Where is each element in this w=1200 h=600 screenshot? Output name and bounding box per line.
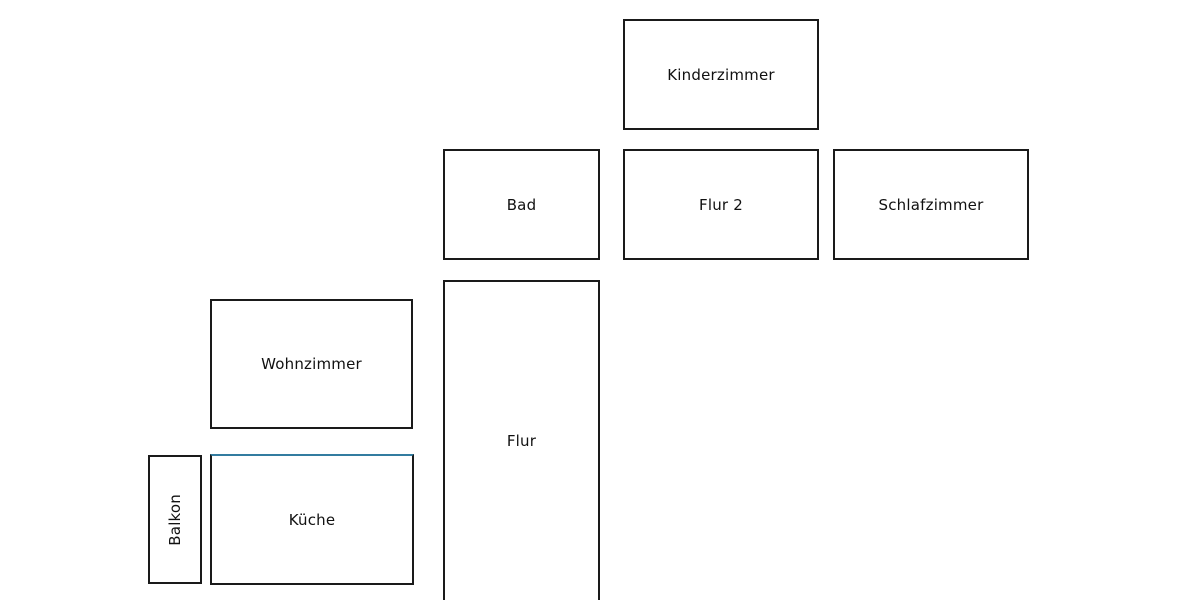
room-label-kinderzimmer: Kinderzimmer <box>667 65 775 84</box>
room-bad[interactable]: Bad <box>443 149 600 260</box>
room-label-wohnzimmer: Wohnzimmer <box>261 355 362 373</box>
room-wohnzimmer[interactable]: Wohnzimmer <box>210 299 413 429</box>
room-flur[interactable]: Flur <box>443 280 600 600</box>
room-schlafzimmer[interactable]: Schlafzimmer <box>833 149 1029 260</box>
room-label-flur-2: Flur 2 <box>699 195 743 214</box>
room-label-kueche: Küche <box>288 510 336 529</box>
room-flur-2[interactable]: Flur 2 <box>623 149 819 260</box>
room-label-bad: Bad <box>506 195 537 214</box>
room-label-balkon: Balkon <box>166 493 184 546</box>
room-label-schlafzimmer: Schlafzimmer <box>878 195 984 214</box>
room-kueche[interactable]: Küche <box>210 454 414 585</box>
room-kinderzimmer[interactable]: Kinderzimmer <box>623 19 819 130</box>
room-label-flur: Flur <box>506 432 537 450</box>
room-balkon[interactable]: Balkon <box>148 455 202 584</box>
